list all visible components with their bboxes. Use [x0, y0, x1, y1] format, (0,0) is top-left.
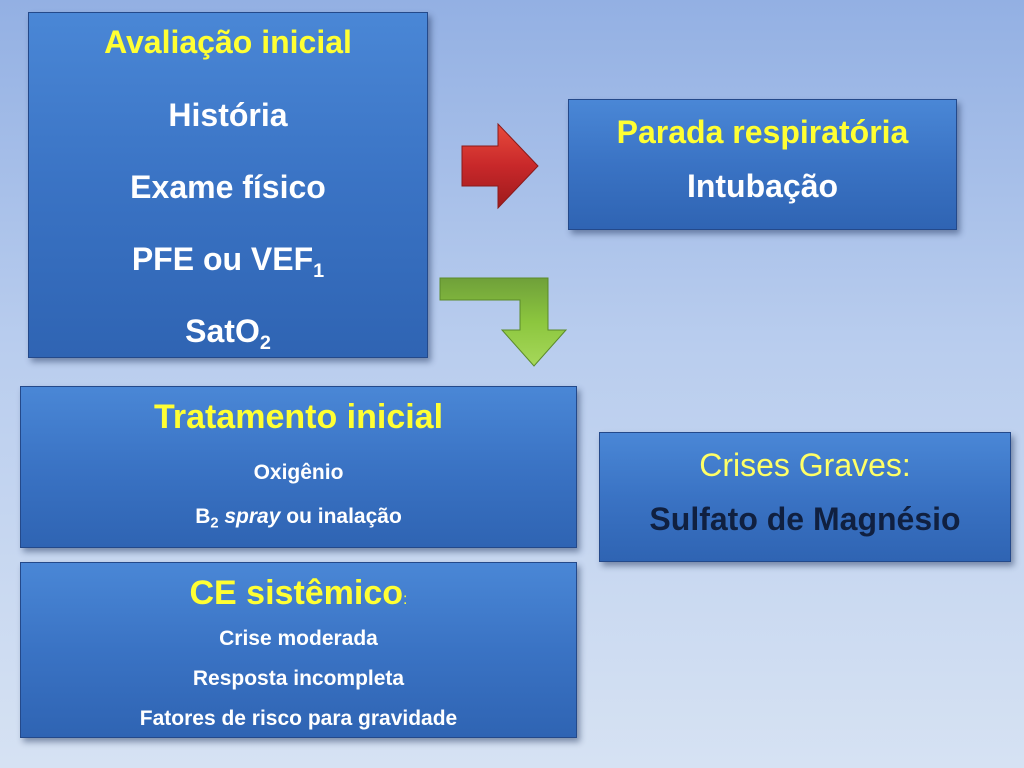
assessment-title: Avaliação inicial	[104, 24, 352, 60]
box-initial-assessment: Avaliação inicial História Exame físico …	[28, 12, 428, 358]
severe-title: Crises Graves:	[699, 447, 911, 483]
arrest-action: Intubação	[686, 168, 839, 204]
box-severe-crises: Crises Graves: Sulfato de Magnésio	[599, 432, 1011, 562]
box-initial-treatment: Tratamento inicial Oxigênio B2 spray ou …	[20, 386, 577, 548]
assessment-history: História	[168, 97, 288, 133]
treatment-title: Tratamento inicial	[153, 398, 444, 436]
spray-text: spray	[224, 505, 281, 528]
box-respiratory-arrest: Parada respiratória Intubação	[568, 99, 957, 230]
green-bent-arrow-icon	[439, 277, 568, 367]
steroid-colon: :	[403, 591, 408, 608]
arrest-title: Parada respiratória	[616, 114, 909, 150]
b2-suffix: ou inalação	[280, 505, 402, 528]
steroid-item-moderate: Crise moderada	[219, 627, 378, 650]
pfe-subscript: 1	[313, 259, 325, 282]
steroid-item-incomplete: Resposta incompleta	[192, 667, 405, 690]
b2-subscript: 2	[210, 515, 219, 532]
steroid-title-line: CE sistêmico:	[21, 563, 576, 619]
assessment-pfe: PFE ou VEF1	[29, 229, 427, 301]
b2-text: B	[195, 505, 211, 528]
assessment-physical-exam: Exame físico	[130, 169, 326, 205]
red-arrow-right-icon	[461, 122, 539, 210]
box-systemic-corticosteroid: CE sistêmico: Crise moderada Resposta in…	[20, 562, 577, 738]
steroid-item-risk: Fatores de risco para gravidade	[139, 707, 458, 730]
treatment-oxygen: Oxigênio	[253, 461, 344, 484]
assessment-sato2: SatO2	[29, 301, 427, 373]
steroid-title: CE sistêmico	[189, 574, 404, 612]
pfe-text: PFE ou VEF	[131, 241, 314, 277]
sat-subscript: 2	[259, 331, 271, 354]
sat-text: SatO	[185, 313, 260, 349]
treatment-b2: B2 spray ou inalação	[21, 499, 576, 543]
severe-drug: Sulfato de Magnésio	[649, 501, 961, 537]
